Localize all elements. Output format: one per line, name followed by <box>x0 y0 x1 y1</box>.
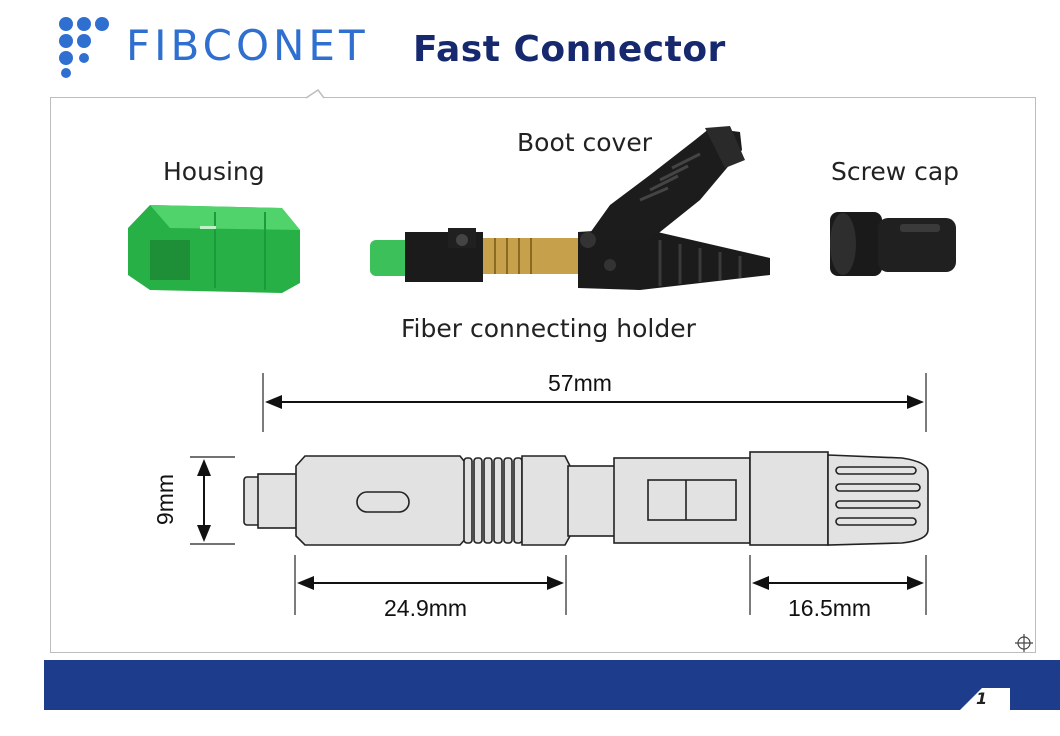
logo-dots-icon <box>59 17 109 78</box>
page-number: 1 <box>976 689 988 708</box>
label-housing: Housing <box>163 157 265 186</box>
label-boot-cover: Boot cover <box>517 128 652 157</box>
dim-rear-length: 16.5mm <box>788 595 872 621</box>
technical-drawing <box>243 451 929 546</box>
dim-front-length: 24.9mm <box>384 595 468 621</box>
housing-image <box>128 205 300 293</box>
label-fiber-holder: Fiber connecting holder <box>401 314 696 343</box>
dim-overall-length: 57mm <box>548 370 612 396</box>
fiber-holder-image <box>370 126 770 290</box>
dimension-arrowheads <box>197 395 924 590</box>
registration-mark-icon <box>1015 634 1033 652</box>
content-frame <box>50 97 1036 653</box>
footer-bar <box>44 660 1060 710</box>
page-title: Fast Connector <box>413 29 726 70</box>
page-number-tab <box>958 688 1010 712</box>
dim-height: 9mm <box>152 473 179 526</box>
brand-name: FIBCONET <box>126 21 369 70</box>
frame-notch <box>305 88 325 99</box>
dimension-lines <box>190 373 927 615</box>
label-screw-cap: Screw cap <box>831 157 960 186</box>
screw-cap-image <box>830 212 956 276</box>
